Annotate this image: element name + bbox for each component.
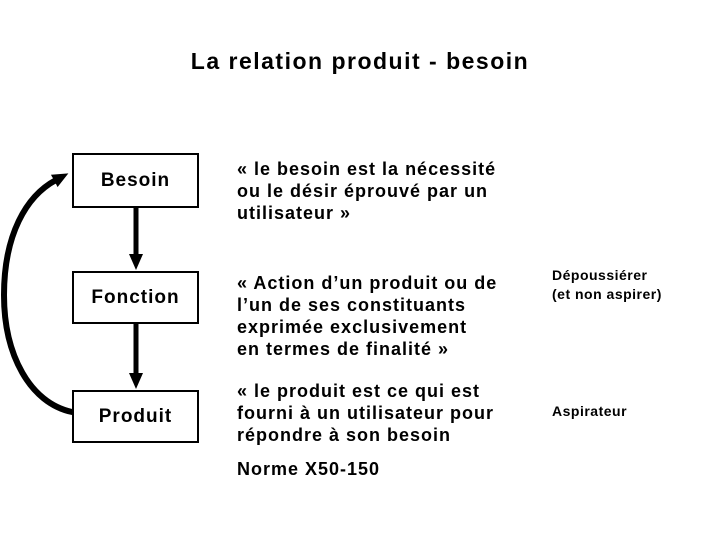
slide-title: La relation produit - besoin [190, 48, 530, 74]
example-fonction: Dépoussiérer (et non aspirer) [552, 267, 662, 302]
diagram-box-produit: Produit [72, 390, 199, 443]
diagram-box-fonction: Fonction [72, 271, 199, 324]
box-label-fonction: Fonction [91, 286, 180, 308]
box-label-produit: Produit [98, 405, 173, 427]
box-label-besoin: Besoin [100, 169, 171, 191]
example-produit: Aspirateur [552, 403, 628, 419]
definition-besoin: « le besoin est la nécessité ou le désir… [237, 159, 497, 223]
norm-reference: Norme X50-150 [237, 459, 381, 479]
definition-fonction: « Action d’un produit ou de l’un de ses … [237, 273, 498, 359]
diagram-box-besoin: Besoin [72, 153, 199, 208]
feedback-arc-produit-to-besoin [0, 173, 75, 415]
definition-produit: « le produit est ce qui est fourni à un … [237, 381, 494, 445]
